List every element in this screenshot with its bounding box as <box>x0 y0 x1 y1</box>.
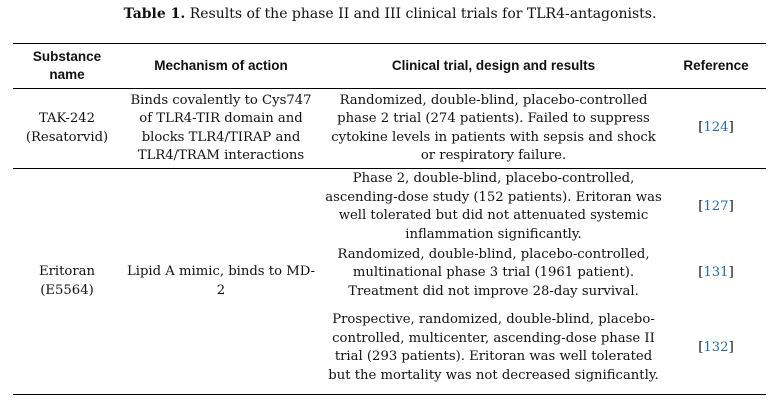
table-caption: Table 1. Results of the phase II and III… <box>0 6 780 22</box>
caption-label: Table 1. <box>123 6 186 22</box>
clinical-trials-table: Substance name Mechanism of action Clini… <box>13 43 766 395</box>
substance-cell: TAK-242 (Resatorvid) <box>13 88 121 169</box>
table-row: Eritoran (E5564) Lipid A mimic, binds to… <box>13 168 766 395</box>
caption-text: Results of the phase II and III clinical… <box>189 6 657 22</box>
trial-cell: Phase 2, double-blind, placebo-controlle… <box>325 171 662 242</box>
reference-cell: [132] <box>666 302 766 395</box>
header-substance: Substance name <box>13 43 121 89</box>
reference-link[interactable]: 131 <box>703 265 729 281</box>
substance-cell: Eritoran (E5564) <box>13 168 121 395</box>
header-mechanism: Mechanism of action <box>121 43 321 89</box>
trial-cell: Prospective, randomized, double-blind, p… <box>321 302 666 395</box>
table-row: Prospective, randomized, double-blind, p… <box>13 302 766 395</box>
reference-cell: [127] <box>698 198 734 214</box>
table-row: Randomized, double-blind, placebo-contro… <box>13 245 766 302</box>
table-row: TAK-242 (Resatorvid) Binds covalently to… <box>13 88 766 169</box>
reference-cell: [131] <box>698 265 734 281</box>
reference-link[interactable]: 124 <box>703 120 729 136</box>
header-trial: Clinical trial, design and results <box>321 43 666 89</box>
reference-link[interactable]: 127 <box>703 198 729 214</box>
mechanism-cell: Lipid A mimic, binds to MD-2 <box>121 168 321 395</box>
reference-cell: [124] <box>666 88 766 169</box>
reference-link[interactable]: 132 <box>703 339 729 355</box>
trial-cell: Randomized, double-blind, placebo-contro… <box>321 88 666 169</box>
header-row: Substance name Mechanism of action Clini… <box>13 43 766 89</box>
header-reference: Reference <box>666 43 766 89</box>
mechanism-cell: Binds covalently to Cys747 of TLR4-TIR d… <box>121 88 321 169</box>
trial-cell: Randomized, double-blind, placebo-contro… <box>337 246 650 299</box>
